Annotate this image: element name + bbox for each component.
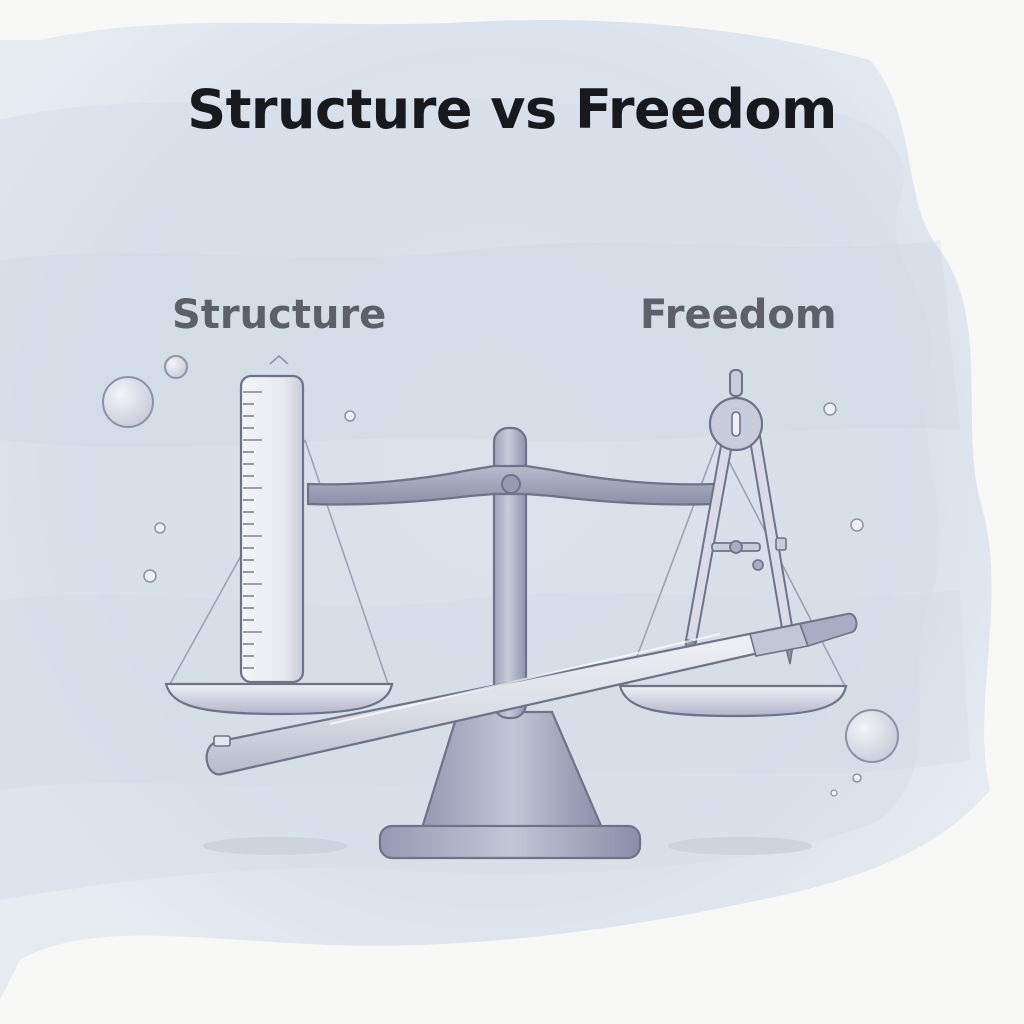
- scale-pillar: [492, 426, 528, 720]
- ruler-icon: [239, 354, 305, 684]
- decorative-bubbles: [102, 355, 899, 797]
- right-pan: [618, 684, 848, 718]
- pencil-icon: [205, 612, 858, 776]
- page-title: Structure vs Freedom: [187, 78, 837, 141]
- ground-shadows: [203, 837, 812, 855]
- left-pan: [164, 682, 394, 716]
- freedom-label: Freedom: [640, 292, 837, 338]
- scale-base: [378, 710, 642, 860]
- structure-label: Structure: [172, 292, 387, 338]
